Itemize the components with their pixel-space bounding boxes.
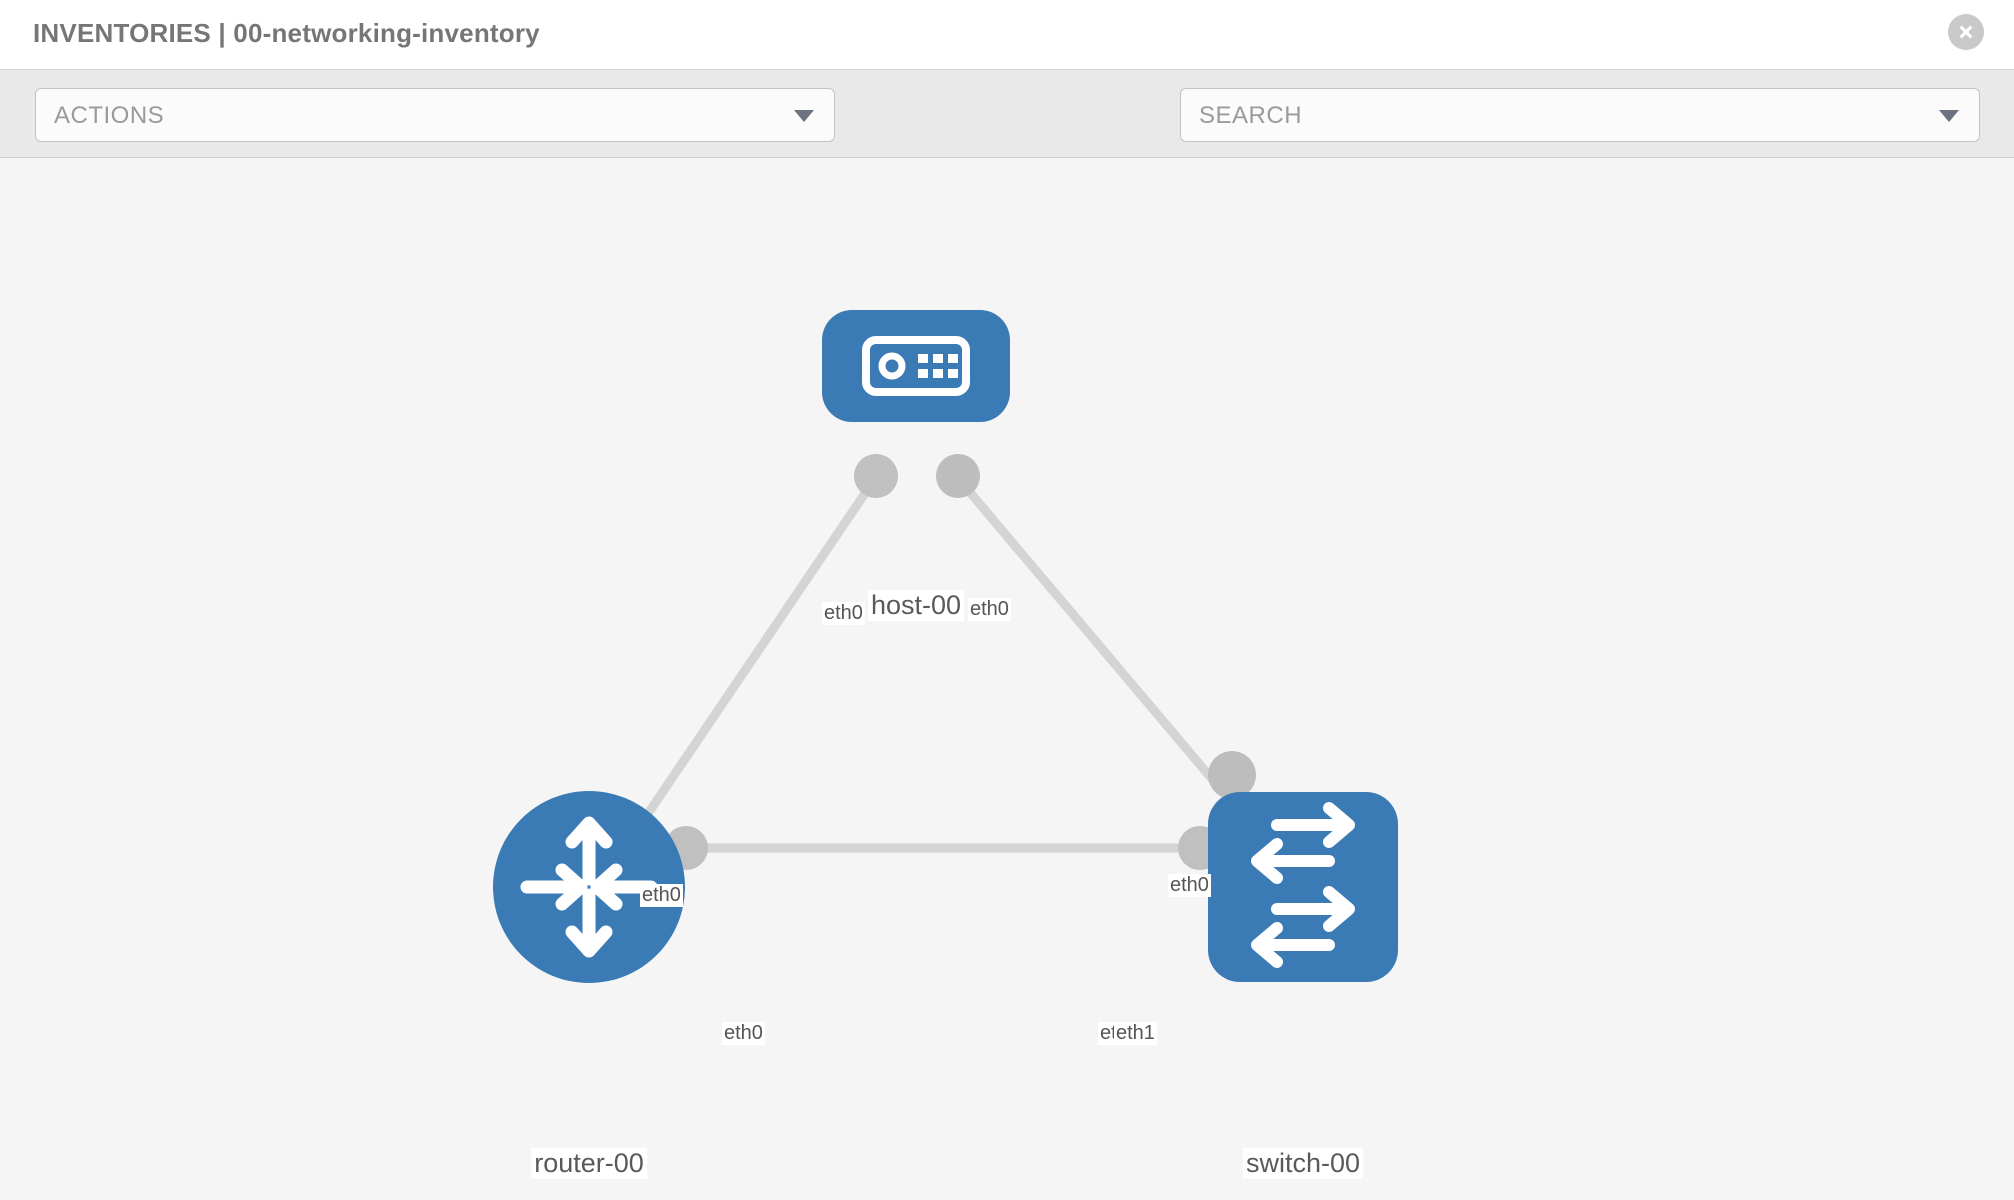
node-label-switch-00[interactable]: switch-00 (1242, 1148, 1364, 1179)
topology-canvas[interactable]: eth0 eth0 eth0 eth0 eth0 eth0 eth1 host-… (0, 158, 2014, 1200)
port-host00-left (854, 454, 898, 498)
page-title: INVENTORIES | 00-networking-inventory (33, 18, 540, 48)
close-icon[interactable] (1948, 14, 1984, 50)
page-header: INVENTORIES | 00-networking-inventory (0, 0, 2014, 70)
iface-label-switch00-left-eth1: eth1 (1114, 1022, 1157, 1045)
port-switch00-topleft (1208, 751, 1256, 799)
search-input[interactable]: SEARCH (1180, 88, 1980, 142)
port-host00-right (936, 454, 980, 498)
chevron-down-icon[interactable] (1939, 110, 1959, 122)
node-host-00 (822, 310, 1010, 422)
iface-label-router00-up: eth0 (640, 884, 683, 907)
node-router-00 (493, 791, 685, 983)
iface-label-router00-right: eth0 (722, 1022, 765, 1045)
toolbar: ACTIONS SEARCH (0, 70, 2014, 200)
node-switch-00 (1208, 792, 1398, 982)
node-label-host-00[interactable]: host-00 (867, 590, 965, 621)
link-host00-switch00 (958, 480, 1249, 821)
iface-label-switch00-up: eth0 (1168, 874, 1211, 897)
topology-graph (493, 310, 1398, 983)
topology-links (641, 480, 1249, 853)
iface-label-host00-right: eth0 (968, 598, 1011, 621)
link-host00-router00 (641, 480, 876, 821)
actions-dropdown[interactable]: ACTIONS (35, 88, 835, 142)
search-placeholder: SEARCH (1199, 102, 1303, 129)
actions-dropdown-label: ACTIONS (54, 102, 165, 129)
chevron-down-icon (794, 110, 814, 122)
node-label-router-00[interactable]: router-00 (531, 1148, 647, 1179)
iface-label-host00-left: eth0 (822, 602, 865, 625)
